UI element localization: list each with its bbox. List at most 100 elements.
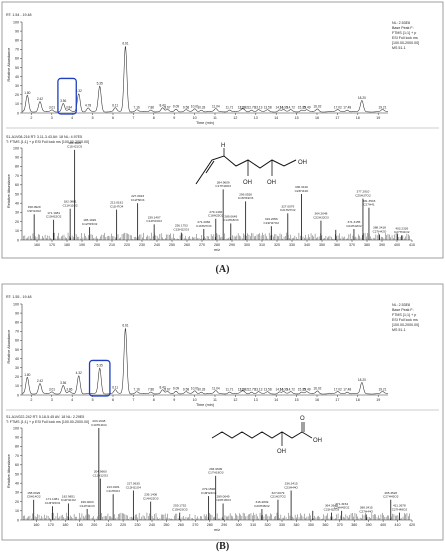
spec-b-x-tick-label: 200 bbox=[91, 523, 97, 527]
chrom-b-x-tick-label: 9 bbox=[173, 398, 175, 402]
spec-a-y-tick-label: 90 bbox=[15, 156, 19, 160]
spec-a-x-tick-label: 410 bbox=[409, 243, 415, 247]
spec-a-mz-label: 336.3416 bbox=[295, 185, 308, 189]
spec-b-x-tick-label: 420 bbox=[409, 523, 415, 527]
spec-b-x-tick-label: 290 bbox=[221, 523, 227, 527]
spec-a-mz-label: 381.3515 bbox=[362, 199, 375, 203]
chrom-a-peak-label: 4.32 bbox=[76, 89, 82, 93]
chrom-b-header-right-line: ESI Full lock ms bbox=[392, 318, 418, 322]
chrom-a-peak-label: 17.48 bbox=[343, 105, 351, 109]
spec-a-y-tick-label: 40 bbox=[15, 202, 19, 206]
spec-b-y-tick-label: 50 bbox=[15, 472, 19, 476]
chrom-b-x-tick-label: 19 bbox=[376, 398, 380, 402]
chrom-b-peak-label: 17.48 bbox=[343, 387, 351, 391]
chrom-a-peak-label: 3.01 bbox=[49, 105, 55, 109]
chrom-a-x-tick-label: 16 bbox=[315, 116, 319, 120]
chrom-a-peak-label: 7.86 bbox=[148, 105, 154, 109]
spec-a-mz-label: 403.2326 bbox=[395, 226, 408, 230]
spec-b-formula-label: C11H11O2 bbox=[61, 498, 76, 502]
spec-a-x-tick-label: 240 bbox=[154, 243, 160, 247]
chrom-a-x-tick-label: 6 bbox=[112, 116, 114, 120]
spec-a-mz-label: 388.3418 bbox=[373, 225, 386, 229]
struct-b-atom-oh: OH bbox=[277, 449, 286, 455]
spec-b-formula-label: C17H18O3 bbox=[208, 471, 224, 475]
spec-a-formula-label: C11H7O4 bbox=[110, 204, 124, 208]
chrom-a-x-label: Time (min) bbox=[196, 121, 215, 125]
chrom-b-x-tick-label: 3 bbox=[51, 398, 53, 402]
spec-b-y-tick-label: 0 bbox=[17, 518, 19, 522]
spec-a-formula-label: C23H44O bbox=[295, 189, 309, 193]
chrom-b-peak-label: 11.71 bbox=[226, 387, 234, 391]
chrom-a-peak-label: 7.16 bbox=[134, 105, 140, 109]
spec-b-y-label: Relative Abundance bbox=[7, 454, 11, 488]
chrom-b-peak-label: 6.11 bbox=[112, 385, 118, 389]
spec-b-x-tick-label: 260 bbox=[178, 523, 184, 527]
spec-b-x-tick-label: 270 bbox=[192, 523, 198, 527]
chrom-b-peak-label: 3.01 bbox=[49, 387, 55, 391]
spec-b-mz-label: 227.0635 bbox=[127, 482, 140, 486]
spec-b-formula-label: C10H19O4 bbox=[91, 423, 107, 427]
spec-b-x-tick-label: 380 bbox=[351, 523, 357, 527]
spec-b-mz-label: 405.3520 bbox=[384, 491, 397, 495]
spec-b-y-tick-label: 20 bbox=[15, 500, 19, 504]
chrom-b-peak-label: 9.09 bbox=[173, 386, 179, 390]
spec-a-y-tick-label: 70 bbox=[15, 174, 19, 178]
chrom-b-header-right-line: NL: 2.53E8 bbox=[392, 303, 410, 307]
chrom-a-peak-label: 13.58 bbox=[264, 105, 272, 109]
chrom-b-y-tick-label: 40 bbox=[15, 357, 19, 361]
spec-a-x-tick-label: 230 bbox=[139, 243, 145, 247]
chrom-a-header-right-line: Base Peak F: bbox=[392, 26, 414, 30]
spec-a-mz-label: 299.0550 bbox=[239, 192, 252, 196]
spec-a-y-tick-label: 30 bbox=[15, 211, 19, 215]
chrom-b-peak-label: 13.13 bbox=[254, 387, 262, 391]
chrom-a-header-right-line: [100.00-2000.00] bbox=[392, 41, 419, 45]
spec-b-formula-label: C23H44O bbox=[284, 485, 298, 489]
spec-a-formula-label: C19H27O2 bbox=[264, 221, 280, 225]
chrom-a-peak-label: 13.13 bbox=[254, 105, 262, 109]
chrom-b-peak-label: 12.42 bbox=[240, 387, 248, 391]
spec-b-header-left: S1-A1V022-242 RT: 5.18-5.45 AV: 18 NL: 2… bbox=[6, 415, 84, 419]
spec-b-x-tick-label: 320 bbox=[265, 523, 271, 527]
chrom-a-trace bbox=[21, 45, 389, 113]
spec-b-x-tick-label: 170 bbox=[48, 523, 54, 527]
chrom-a-header-left: RT: 1.54 - 19.48 bbox=[6, 13, 32, 17]
spec-a-y-tick-label: 0 bbox=[17, 238, 19, 242]
chrom-a-highlight-box bbox=[57, 77, 77, 115]
chrom-a-peak-label: 2.42 bbox=[37, 97, 43, 101]
chrom-b-x-tick-label: 11 bbox=[213, 398, 217, 402]
spec-a-mz-label: 256.1753 bbox=[175, 224, 188, 228]
spec-a-formula-label: C16H27O3 bbox=[196, 224, 212, 228]
caption-a: (A) bbox=[215, 264, 230, 275]
chrom-b-peak-label: 15.49 bbox=[303, 387, 311, 391]
struct-a-atom-oh: OH bbox=[243, 180, 252, 186]
chrom-b-peak-label: 14.16 bbox=[275, 387, 283, 391]
chrom-a-y-tick-label: 90 bbox=[15, 29, 19, 33]
spec-b-mz-label: 316.2849 bbox=[255, 500, 268, 504]
chrom-a-peak-label: 9.58 bbox=[183, 105, 189, 109]
spec-a-mz-label: 239.1497 bbox=[148, 215, 161, 219]
chrom-a-x-tick-label: 7 bbox=[132, 116, 134, 120]
spec-b-mz-label: 388.3415 bbox=[360, 505, 373, 509]
chrom-a-header-right-line: NL: 2.53E8 bbox=[392, 21, 410, 25]
chrom-a-peak-label: 10.33 bbox=[197, 105, 205, 109]
chrom-b-x-tick-label: 12 bbox=[233, 398, 237, 402]
spec-b-x-tick-label: 410 bbox=[395, 523, 401, 527]
chrom-b-x-tick-label: 17 bbox=[335, 398, 339, 402]
spec-b-x-tick-label: 230 bbox=[135, 523, 141, 527]
chrom-b-peak-label: 14.72 bbox=[287, 387, 295, 391]
chrom-a-peak-label: 14.16 bbox=[275, 105, 283, 109]
spec-b-x-tick-label: 220 bbox=[120, 523, 126, 527]
chrom-a-peak-label: 14.72 bbox=[287, 105, 295, 109]
chrom-a-x-tick-label: 13 bbox=[254, 116, 258, 120]
spec-b-x-tick-label: 350 bbox=[308, 523, 314, 527]
chrom-a-y-tick-label: 80 bbox=[15, 39, 19, 43]
spec-a-formula-label: C25H37O2 bbox=[355, 193, 371, 197]
spec-b-mz-label: 336.3415 bbox=[285, 482, 298, 486]
chrom-b-x-tick-label: 5 bbox=[92, 398, 94, 402]
chrom-a-y-tick-label: 40 bbox=[15, 75, 19, 79]
chrom-b-x-tick-label: 8 bbox=[153, 398, 155, 402]
spec-a-x-tick-label: 400 bbox=[394, 243, 400, 247]
spec-a-formula-label: C27H42O bbox=[373, 229, 387, 233]
chrom-b-y-tick-label: 0 bbox=[17, 393, 19, 397]
spec-a-formula-label: C11H21O2 bbox=[67, 145, 83, 149]
